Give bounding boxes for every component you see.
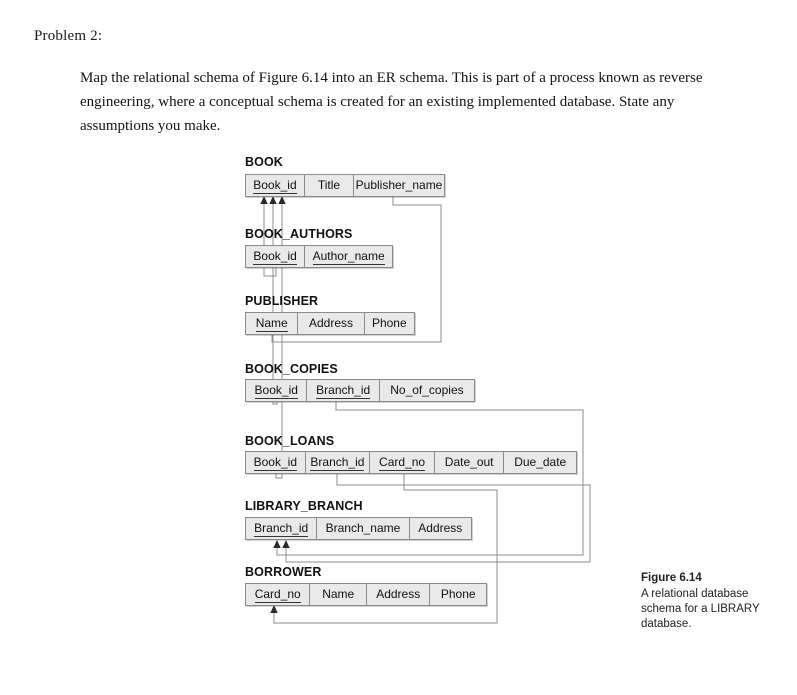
table-title-book-copies: BOOK_COPIES [245, 362, 338, 376]
column-publisher-address: Address [298, 313, 365, 334]
column-borrower-name: Name [310, 584, 367, 605]
column-book-copies-book-id: Book_id [246, 380, 308, 401]
table-title-book-authors: BOOK_AUTHORS [245, 227, 353, 241]
column-borrower-card-no: Card_no [246, 584, 311, 605]
figure-number: Figure 6.14 [641, 572, 702, 584]
page-title: Problem 2: [34, 28, 103, 44]
column-book-loans-date-out: Date_out [434, 452, 505, 473]
column-borrower-phone: Phone [430, 584, 486, 605]
problem-prompt-text: Map the relational schema of Figure 6.14… [80, 70, 703, 134]
column-publisher-name: Name [246, 313, 299, 334]
table-publisher: Name Address Phone [245, 312, 415, 335]
figure-caption: Figure 6.14 A relational database schema… [641, 571, 781, 632]
column-book-loans-due-date: Due_date [504, 452, 576, 473]
column-book-loans-branch-id: Branch_id [305, 452, 371, 473]
table-borrower: Card_no Name Address Phone [245, 583, 487, 606]
table-title-borrower: BORROWER [245, 565, 322, 579]
table-title-book: BOOK [245, 155, 283, 169]
column-book-authors-book-id: Book_id [246, 246, 306, 267]
column-book-copies-no-of-copies: No_of_copies [379, 380, 474, 401]
figure-caption-text: A relational database schema for a LIBRA… [641, 588, 760, 630]
column-book-book-id: Book_id [246, 175, 305, 196]
column-book-copies-branch-id: Branch_id [307, 380, 380, 401]
table-book-loans: Book_id Branch_id Card_no Date_out Due_d… [245, 451, 577, 474]
column-book-authors-author-name: Author_name [305, 246, 392, 267]
column-book-loans-card-no: Card_no [370, 452, 435, 473]
table-title-library-branch: LIBRARY_BRANCH [245, 499, 363, 513]
column-library-branch-branch-name: Branch_name [317, 518, 410, 539]
table-book: Book_id Title Publisher_name [245, 174, 445, 197]
table-book-authors: Book_id Author_name [245, 245, 393, 268]
table-title-publisher: PUBLISHER [245, 294, 319, 308]
column-library-branch-branch-id: Branch_id [246, 518, 318, 539]
column-publisher-phone: Phone [364, 313, 414, 334]
column-book-title: Title [304, 175, 354, 196]
table-book-copies: Book_id Branch_id No_of_copies [245, 379, 475, 402]
column-library-branch-address: Address [409, 518, 472, 539]
table-library-branch: Branch_id Branch_name Address [245, 517, 472, 540]
column-book-loans-book-id: Book_id [246, 452, 306, 473]
column-borrower-address: Address [366, 584, 431, 605]
table-title-book-loans: BOOK_LOANS [245, 434, 335, 448]
column-book-publisher-name: Publisher_name [354, 175, 444, 196]
